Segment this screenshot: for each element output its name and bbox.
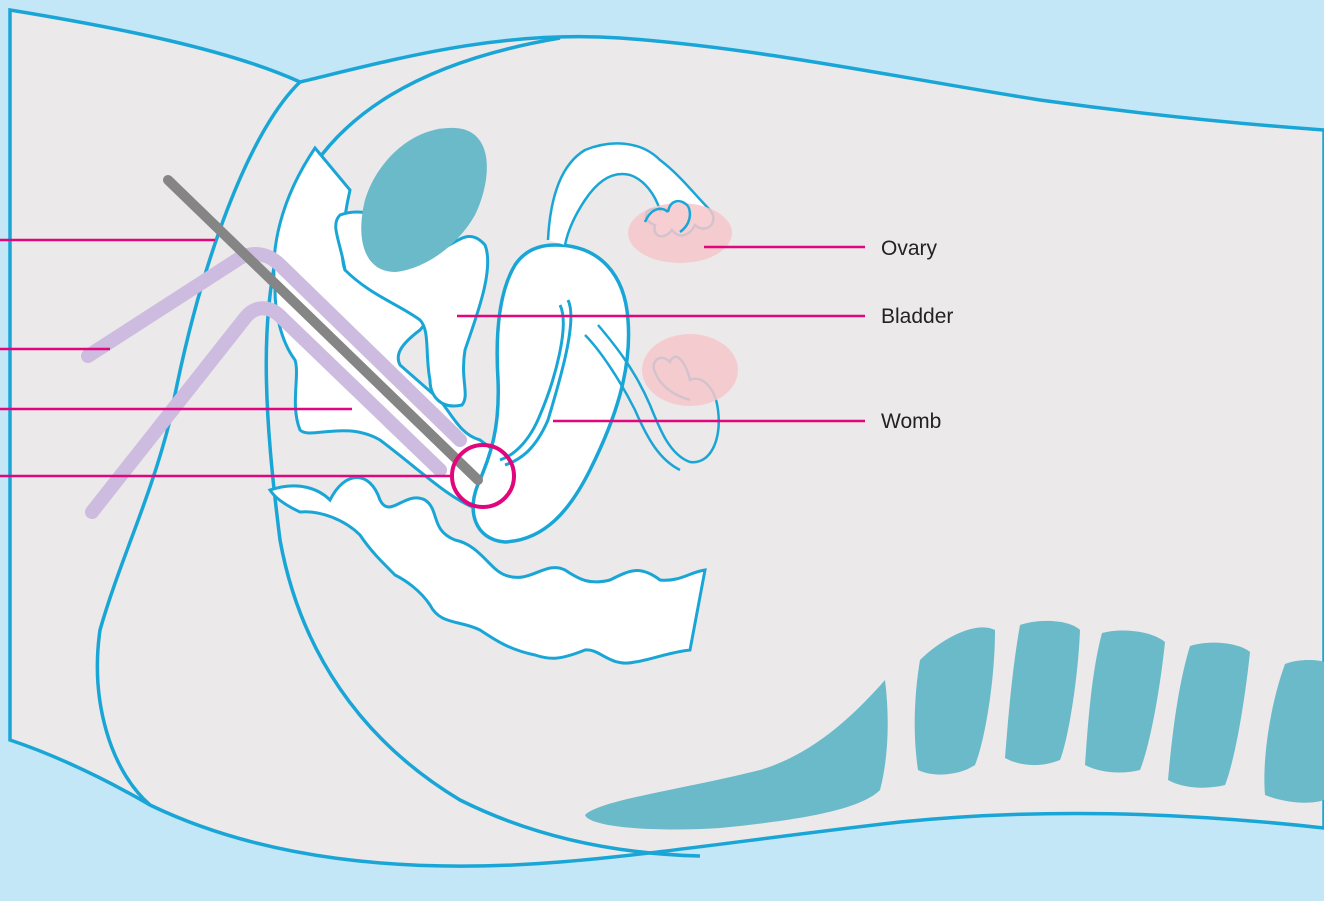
ovary-upper [628, 203, 732, 263]
label-ovary: Ovary [881, 237, 938, 260]
label-bladder: Bladder [881, 305, 953, 328]
ovary-lower [642, 334, 738, 406]
label-womb: Womb [881, 410, 941, 433]
